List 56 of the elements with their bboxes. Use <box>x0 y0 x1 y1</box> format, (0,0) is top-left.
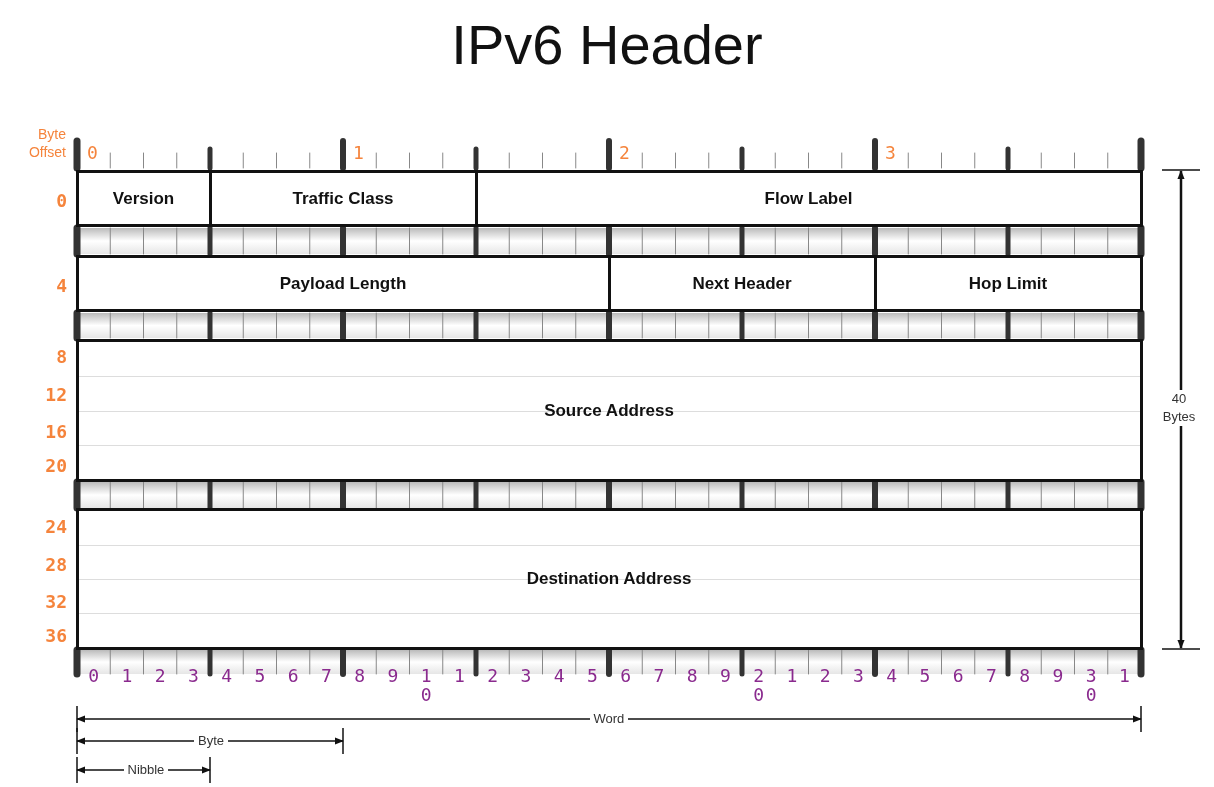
dimension-label: Nibble <box>123 762 169 777</box>
title: IPv6 Header <box>450 12 764 77</box>
bit-number: 4 <box>885 666 898 685</box>
row-offset: 8 <box>56 346 67 367</box>
bit-number: 4 <box>553 666 566 685</box>
bit-number: 4 <box>220 666 233 685</box>
bit-number: 1 <box>453 666 466 685</box>
bit-number: 7 <box>652 666 665 685</box>
bit-number: 1 <box>1118 666 1131 685</box>
bit-number: 3 <box>852 666 865 685</box>
byte-number: 1 <box>353 142 364 163</box>
bit-number: 0 <box>87 666 100 685</box>
row-offset: 32 <box>45 591 67 612</box>
bit-number: 9 <box>1051 666 1064 685</box>
byte-number: 2 <box>619 142 630 163</box>
bit-number: 2 <box>819 666 832 685</box>
byte-number: 3 <box>885 142 896 163</box>
row-offset: 16 <box>45 421 67 442</box>
bit-number: 5 <box>253 666 266 685</box>
bit-number: 7 <box>985 666 998 685</box>
bit-number: 10 <box>420 666 433 704</box>
bit-number: 5 <box>586 666 599 685</box>
dimension-label: Word <box>589 711 629 726</box>
bit-number: 8 <box>1018 666 1031 685</box>
bit-number: 1 <box>785 666 798 685</box>
bit-number: 5 <box>918 666 931 685</box>
bit-number: 1 <box>120 666 133 685</box>
bit-number: 9 <box>719 666 732 685</box>
row-offset: 36 <box>45 625 67 646</box>
bit-number: 3 <box>187 666 200 685</box>
header-field: Source Address <box>75 339 1143 482</box>
bit-number: 30 <box>1085 666 1098 704</box>
bit-number: 8 <box>353 666 366 685</box>
header-field: Destination Address <box>75 508 1143 650</box>
row-offset: 0 <box>56 190 67 211</box>
row-offset: 28 <box>45 554 67 575</box>
row-offset: 4 <box>56 275 67 296</box>
bit-number: 2 <box>154 666 167 685</box>
header-field: Version <box>75 170 212 227</box>
bit-number: 6 <box>287 666 300 685</box>
dimension-label: 40 Bytes <box>1162 390 1196 426</box>
bit-number: 9 <box>386 666 399 685</box>
bit-number: 20 <box>752 666 765 704</box>
byte-number: 0 <box>87 142 98 163</box>
bit-number: 8 <box>686 666 699 685</box>
row-offset: 12 <box>45 384 67 405</box>
row-offset: 24 <box>45 516 67 537</box>
axis-label: Byte Offset <box>27 125 66 161</box>
dimension-label: Byte <box>194 733 228 748</box>
bit-number: 2 <box>486 666 499 685</box>
bit-number: 6 <box>952 666 965 685</box>
row-offset: 20 <box>45 455 67 476</box>
bit-number: 3 <box>519 666 532 685</box>
header-field: Payload Length <box>75 255 611 312</box>
bit-number: 7 <box>320 666 333 685</box>
bit-number: 6 <box>619 666 632 685</box>
